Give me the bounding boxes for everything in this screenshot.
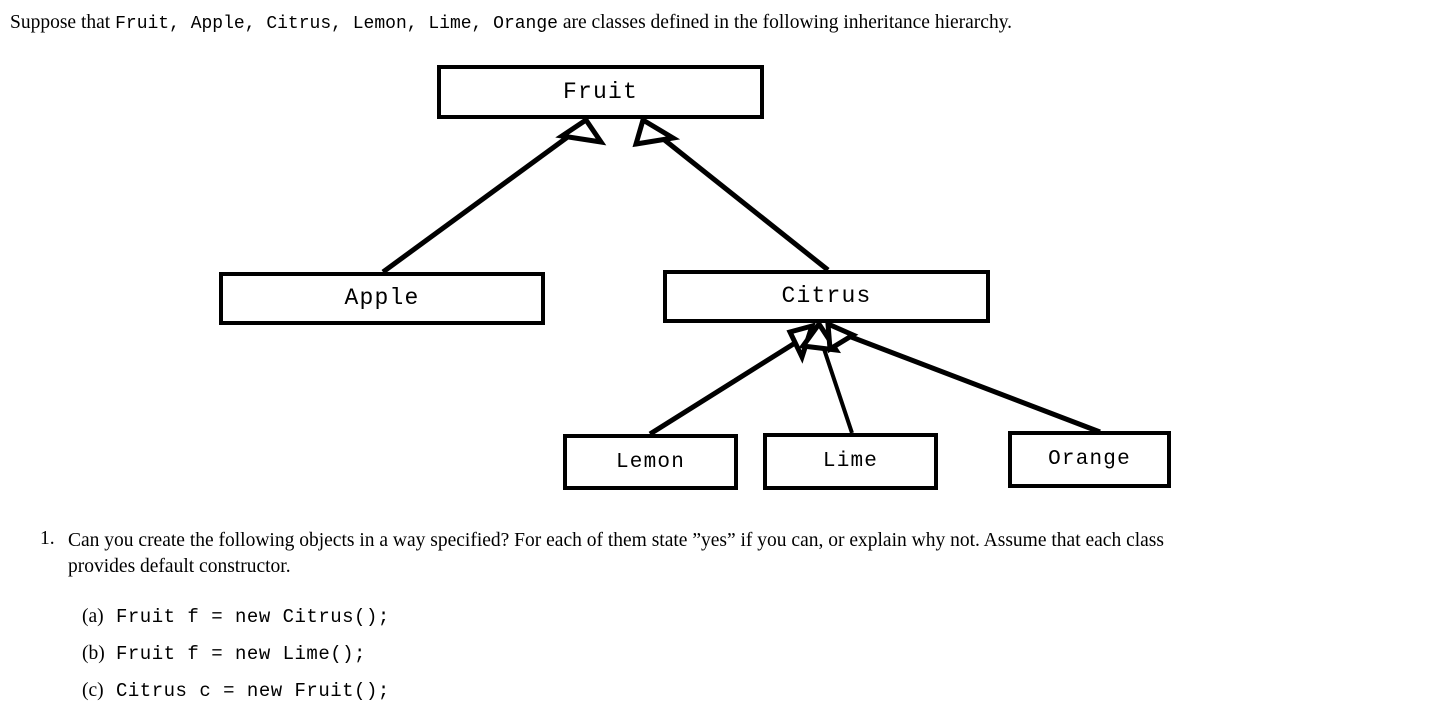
sub-question-label-a: (a) [82,606,104,627]
class-box-lime[interactable]: Lime [763,433,938,490]
sub-question-list: (a) Fruit f = new Citrus(); (b) Fruit f … [82,606,390,717]
class-label-citrus: Citrus [781,283,872,309]
sub-question-label-c: (c) [82,680,104,701]
sub-question-code-b: Fruit f = new Lime(); [116,643,366,665]
question-line-2: provides default constructor. [68,555,291,577]
intro-class-list: Fruit, Apple, Citrus, Lemon, Lime, Orang… [115,14,558,34]
class-box-fruit[interactable]: Fruit [437,65,764,119]
sub-question-code-c: Citrus c = new Fruit(); [116,680,390,702]
question-line-1: Can you create the following objects in … [68,530,1164,551]
question-number: 1. [40,528,55,549]
class-box-apple[interactable]: Apple [219,272,545,325]
sub-question-code-a: Fruit f = new Citrus(); [116,606,390,628]
sub-question-c: (c) Citrus c = new Fruit(); [82,680,390,717]
class-label-apple: Apple [344,285,420,311]
edge-apple-to-fruit [381,116,607,275]
class-box-orange[interactable]: Orange [1008,431,1171,488]
class-box-lemon[interactable]: Lemon [563,434,738,490]
class-label-fruit: Fruit [562,78,638,105]
class-label-lemon: Lemon [615,450,685,474]
sub-question-a: (a) Fruit f = new Citrus(); [82,606,390,643]
class-label-orange: Orange [1048,448,1131,471]
inheritance-hierarchy-diagram: Fruit Apple Citrus Lemon Lime Orange [0,50,1429,510]
diagram-connector-layer [381,116,1101,437]
intro-lead-text: Suppose that [10,12,116,33]
edge-orange-to-citrus [825,320,1101,435]
question-list: 1. Can you create the following objects … [40,528,1420,580]
intro-tail-text: are classes defined in the following inh… [557,12,1013,33]
sub-question-b: (b) Fruit f = new Lime(); [82,643,390,680]
question-text: Can you create the following objects in … [68,528,1164,580]
edge-citrus-to-fruit [632,116,830,272]
class-box-citrus[interactable]: Citrus [663,270,990,323]
edge-lemon-to-citrus [648,322,816,437]
question-item-1: 1. Can you create the following objects … [40,528,1420,580]
sub-question-label-b: (b) [82,643,105,664]
intro-paragraph: Suppose that Fruit, Apple, Citrus, Lemon… [10,10,1012,36]
class-label-lime: Lime [822,450,879,473]
